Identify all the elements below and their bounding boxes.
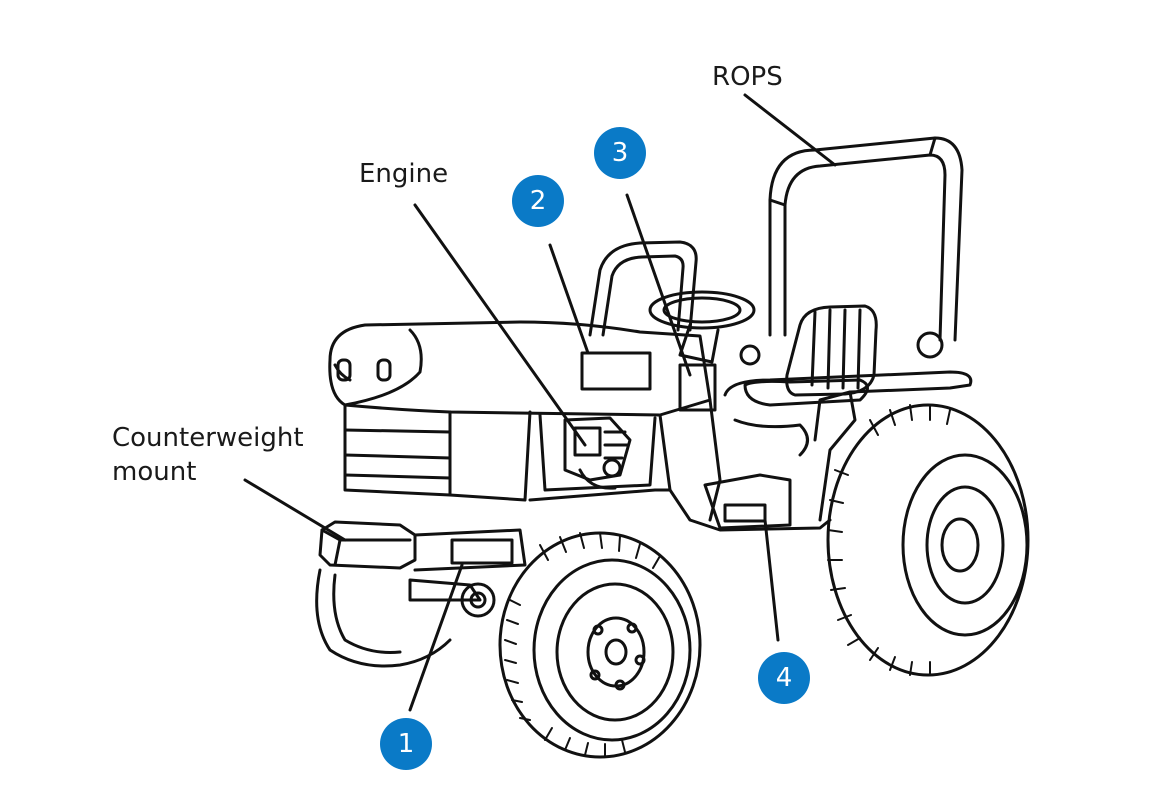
engine-label: Engine: [359, 159, 449, 189]
callout-badge-3: 3: [594, 127, 646, 179]
counterweight-mount-text: Counterweight mount: [112, 423, 304, 487]
body-side: [528, 370, 973, 532]
leader-1: [408, 563, 464, 712]
decal-1: [450, 538, 514, 565]
rops-frame: [739, 136, 964, 366]
leader-2: [548, 243, 590, 355]
leader-counterweight: [243, 478, 347, 542]
decal-2: [580, 351, 652, 391]
front-wheel: [498, 531, 702, 759]
grille: [343, 403, 452, 497]
counterweight-mount-label: Counterweight mount: [112, 421, 322, 489]
front-guard-bar: [588, 240, 698, 337]
rear-wheel: [826, 403, 1030, 677]
leader-3: [625, 193, 692, 377]
front-axle: [408, 578, 496, 618]
steering: [648, 290, 756, 364]
leader-lines: [243, 93, 837, 712]
leader-rops: [743, 93, 837, 167]
engine-bay: [448, 410, 657, 502]
hood: [328, 320, 712, 417]
counterweight: [318, 520, 527, 572]
callout-badge-1: 1: [380, 718, 432, 770]
decal-3: [678, 363, 717, 412]
far-front-wheel: [315, 568, 452, 668]
callout-badge-4: 4: [758, 652, 810, 704]
seat: [743, 304, 878, 407]
callout-badge-2: 2: [512, 175, 564, 227]
leader-4: [763, 518, 780, 642]
rops-label: ROPS: [712, 62, 783, 92]
leader-engine: [413, 203, 587, 447]
